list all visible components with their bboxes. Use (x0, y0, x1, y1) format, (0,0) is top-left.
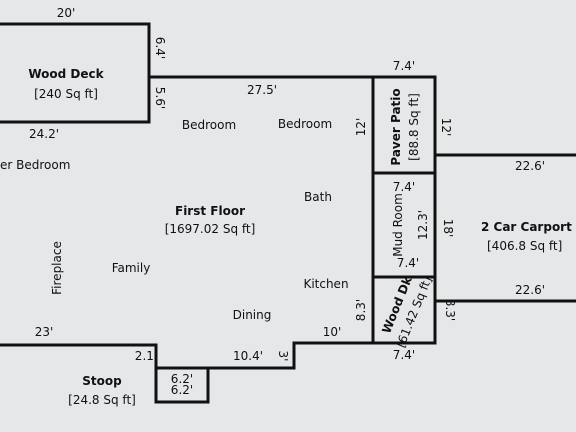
dim-deck-side-upper: 6.4' (153, 36, 167, 60)
dim-mud-room-height: 12.3' (416, 209, 430, 241)
dining-label: Dining (232, 308, 272, 322)
dim-stoop-jog: 2.1' (134, 349, 158, 363)
fireplace-label: Fireplace (50, 241, 64, 295)
bath-label: Bath (304, 190, 332, 204)
wood-deck-area: [240 Sq ft] (34, 87, 98, 101)
dim-bottom-mid: 10.4' (232, 349, 264, 363)
wood-dk-outline (371, 275, 437, 345)
dim-patio-top: 7.4' (392, 59, 416, 73)
dim-kitchen-wall: 10' (322, 325, 342, 339)
dim-carport-bottom: 22.6' (514, 283, 546, 297)
master-bedroom-label: er Bedroom (0, 158, 71, 172)
paver-patio-outline (371, 75, 437, 175)
bedroom-label: Bedroom (181, 118, 237, 132)
wood-deck-label: Wood Deck (28, 67, 104, 81)
kitchen-label: Kitchen (303, 277, 349, 291)
stoop-area: [24.8 Sq ft] (68, 393, 136, 407)
dim-deck-bottom: 24.2' (28, 127, 60, 141)
house-bottom-wall (0, 341, 375, 370)
dim-carport-top: 22.6' (514, 159, 546, 173)
stoop-label: Stoop (82, 374, 122, 388)
bedroom-label: Bedroom (277, 117, 333, 131)
dim-stoop-top: 6.2' (170, 372, 194, 386)
dim-house-top: 27.5' (246, 83, 278, 97)
stoop-outline (154, 366, 210, 404)
dim-patio-left: 12' (354, 117, 368, 137)
paver-patio-area: [88.8 Sq ft] (407, 93, 421, 161)
dim-dk-bottom: 7.4' (392, 348, 416, 362)
dim-house-bottom-left: 23' (34, 325, 54, 339)
first-floor-label: First Floor (174, 204, 246, 218)
dim-deck-top: 20' (56, 6, 76, 20)
mud-room-label: Mud Room (391, 193, 405, 257)
dim-dk-right: 8.3' (443, 298, 457, 322)
dim-patio-bottom: 7.4' (392, 180, 416, 194)
dim-mud-room-bottom: 7.4' (396, 256, 420, 270)
dim-dk-left: 8.3' (354, 298, 368, 322)
dim-patio-right: 12' (439, 117, 453, 137)
dim-deck-side-lower: 5.6' (153, 86, 167, 110)
dim-stoop-bottom: 6.2' (170, 383, 194, 397)
dim-step: 3' (276, 350, 290, 362)
first-floor-area: [1697.02 Sq ft] (164, 222, 256, 236)
wood-deck-outline (0, 22, 151, 124)
carport-area: [406.8 Sq ft] (487, 239, 563, 253)
dim-carport-height: 18' (441, 218, 455, 238)
paver-patio-label: Paver Patio (389, 88, 403, 166)
family-label: Family (111, 261, 151, 275)
carport-label: 2 Car Carport (481, 220, 572, 234)
